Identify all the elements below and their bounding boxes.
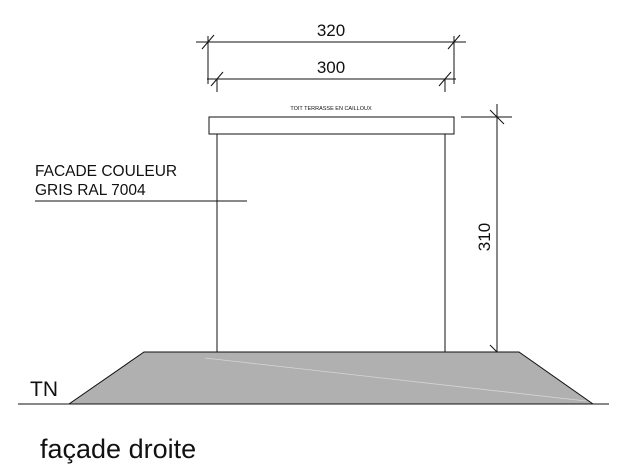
ground-fill <box>67 351 595 405</box>
ground: TN <box>18 351 609 405</box>
ground-highlight <box>204 357 587 402</box>
facade-note-line-1: FACADE COULEUR <box>35 163 177 180</box>
tick-top-310 <box>489 109 505 125</box>
dimension-label-300: 300 <box>317 58 345 77</box>
roof-slab <box>208 116 455 135</box>
tick-right-320 <box>447 34 461 50</box>
dimension-label-320: 320 <box>317 21 345 40</box>
dimension-height: 310 <box>461 104 512 363</box>
facade-note: FACADE COULEUR GRIS RAL 7004 <box>35 163 247 202</box>
drawing-caption: façade droite <box>40 434 196 464</box>
facade-note-line-2: GRIS RAL 7004 <box>35 182 146 199</box>
tick-left-320 <box>201 34 215 50</box>
dimension-overall-width: 320 <box>196 21 466 84</box>
ground-label: TN <box>30 378 58 401</box>
dimension-label-310: 310 <box>475 223 494 251</box>
dimension-wall-width: 300 <box>207 58 456 87</box>
roof-note: TOIT TERRASSE EN CAILLOUX <box>290 106 372 112</box>
